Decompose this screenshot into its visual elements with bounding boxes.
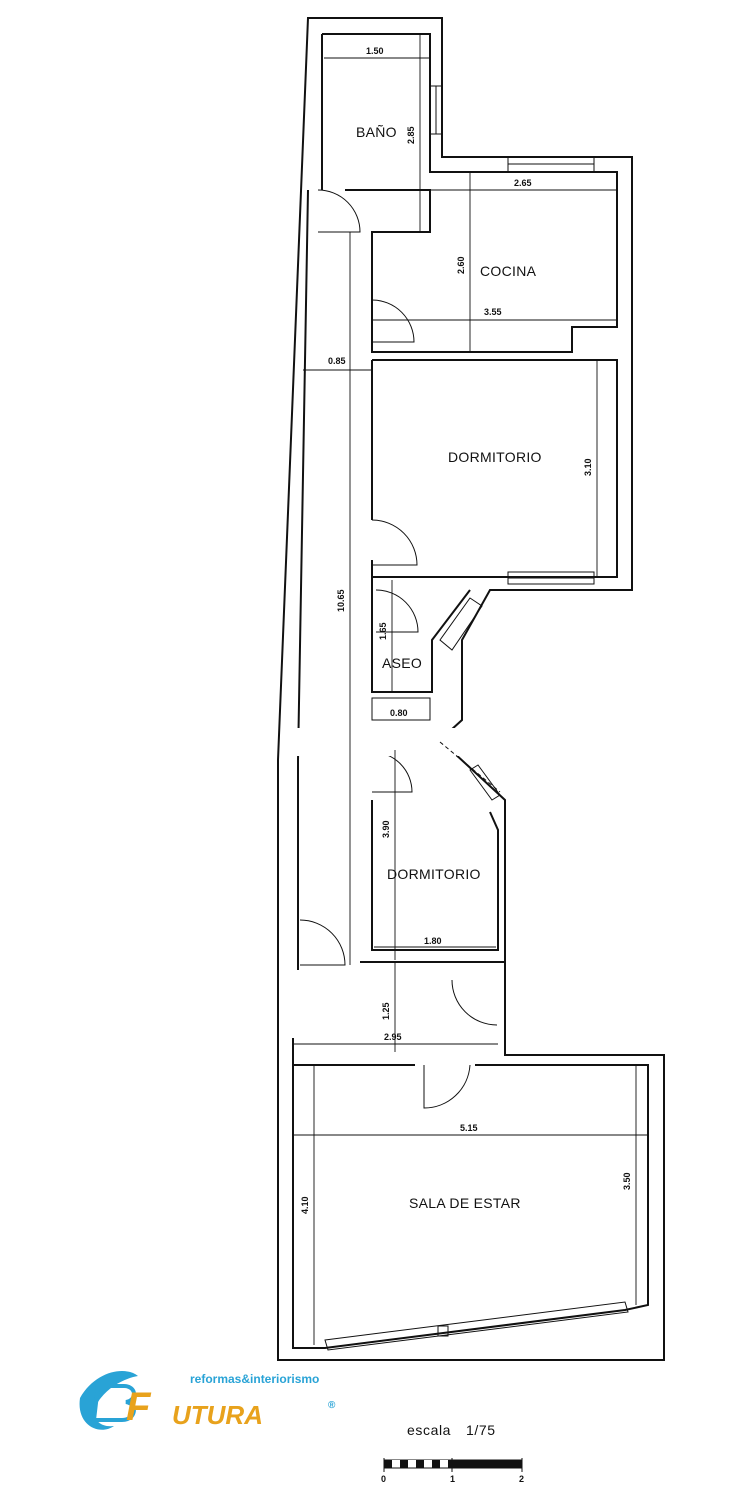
dim-cocina-width: 2.65 xyxy=(514,178,532,188)
room-label-dormitorio-1: DORMITORIO xyxy=(448,449,542,465)
bano-window xyxy=(429,85,443,135)
cocina-window xyxy=(507,156,595,173)
dim-bano-height: 2.85 xyxy=(406,126,416,144)
dim-pasillo-length: 10.65 xyxy=(336,589,346,612)
sala-walls xyxy=(292,1038,649,1351)
scale-tick-2: 2 xyxy=(519,1474,524,1484)
room-label-cocina: COCINA xyxy=(480,263,537,279)
dormitorio-2-walls xyxy=(360,764,506,980)
dim-vestibulo-height: 1.25 xyxy=(381,1002,391,1020)
doors xyxy=(299,189,498,1109)
dim-sala-height-right: 3.50 xyxy=(622,1172,632,1190)
scale-bar: escala 1/75 0 1 2 xyxy=(381,1422,524,1484)
scan-artifact xyxy=(282,728,482,756)
dim-dormitorio-1-height: 3.10 xyxy=(583,458,593,476)
dim-cocina-height: 2.60 xyxy=(456,256,466,274)
dim-cocina-width-total: 3.55 xyxy=(484,307,502,317)
logo-initial: F xyxy=(126,1385,152,1429)
logo-registered-mark: ® xyxy=(328,1400,336,1411)
room-label-aseo: ASEO xyxy=(382,655,422,671)
dim-sala-width: 5.15 xyxy=(460,1123,478,1133)
dim-bano-width: 1.50 xyxy=(366,46,384,56)
dimension-lines xyxy=(293,34,648,1345)
room-labels: BAÑO COCINA DORMITORIO ASEO DORMITORIO S… xyxy=(356,124,542,1211)
scale-label: escala xyxy=(407,1422,451,1438)
dormitorio-1-walls xyxy=(371,359,618,585)
scale-tick-0: 0 xyxy=(381,1474,386,1484)
dimension-labels: 1.50 2.85 2.65 2.60 3.55 0.85 3.10 10.65… xyxy=(300,46,632,1214)
logo-word: UTURA xyxy=(172,1400,263,1430)
dim-dormitorio-2-width: 1.80 xyxy=(424,936,442,946)
aseo-walls xyxy=(371,572,483,721)
outer-walls xyxy=(277,17,665,1361)
dim-dormitorio-2-height: 3.90 xyxy=(381,820,391,838)
dim-aseo-width: 0.80 xyxy=(390,708,408,718)
scale-tick-1: 1 xyxy=(450,1474,455,1484)
room-label-sala: SALA DE ESTAR xyxy=(409,1195,521,1211)
dim-sala-height-left: 4.10 xyxy=(300,1196,310,1214)
dim-pasillo-width: 0.85 xyxy=(328,356,346,366)
dim-aseo-height: 1.65 xyxy=(378,622,388,640)
room-label-dormitorio-2: DORMITORIO xyxy=(387,866,481,882)
room-label-bano: BAÑO xyxy=(356,124,397,140)
dim-vestibulo-width: 2.95 xyxy=(384,1032,402,1042)
logo-tagline: reformas&interiorismo xyxy=(190,1372,319,1386)
futura-logo: reformas&interiorismo F UTURA ® xyxy=(79,1371,336,1430)
scale-ratio: 1/75 xyxy=(466,1422,496,1438)
logo-b-icon xyxy=(91,1384,136,1422)
